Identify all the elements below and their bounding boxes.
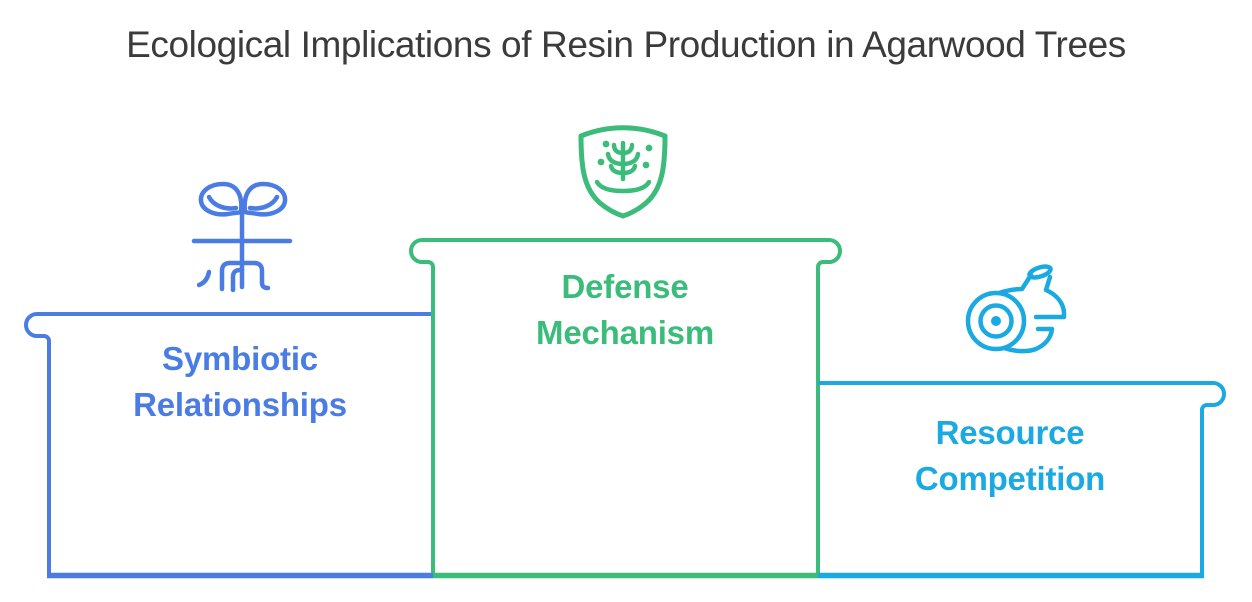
label-symbiotic-relationships: Symbiotic Relationships bbox=[60, 336, 420, 428]
page-title: Ecological Implications of Resin Product… bbox=[126, 24, 1126, 65]
label-line: Resource bbox=[935, 414, 1085, 451]
label-line: Relationships bbox=[133, 386, 347, 423]
seedling-with-roots-icon bbox=[191, 181, 293, 293]
label-defense-mechanism: Defense Mechanism bbox=[445, 264, 805, 356]
bar-symbiotic-relationships bbox=[24, 312, 433, 579]
bar-resource-competition bbox=[818, 381, 1226, 579]
log-wood-icon bbox=[965, 264, 1067, 354]
label-line: Mechanism bbox=[536, 314, 714, 351]
label-resource-competition: Resource Competition bbox=[830, 410, 1190, 502]
label-line: Symbiotic bbox=[162, 340, 318, 377]
shield-plant-icon bbox=[578, 125, 668, 219]
label-line: Competition bbox=[914, 460, 1106, 497]
label-line: Defense bbox=[561, 268, 689, 305]
bar-defense-mechanism bbox=[409, 238, 842, 579]
